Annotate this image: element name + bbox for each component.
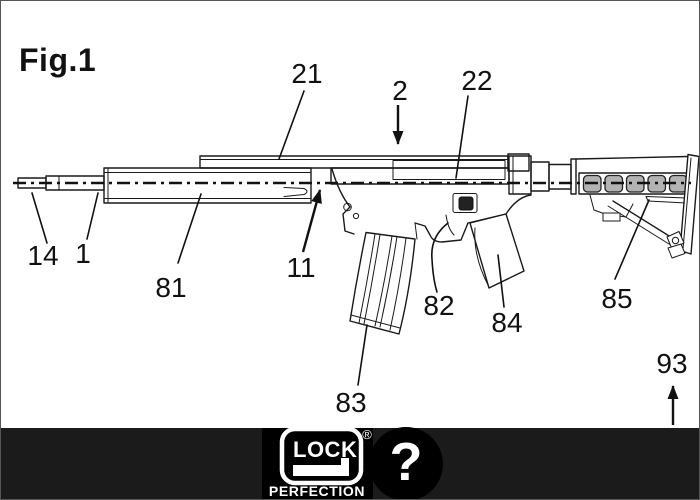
barrel-shroud-tip	[283, 187, 308, 197]
leader-line-1	[86, 192, 99, 240]
ref-label-14: 14	[27, 240, 58, 271]
leader-line-81	[177, 193, 202, 264]
leader-line-85	[614, 199, 650, 280]
ref-label-82: 82	[423, 290, 454, 321]
grip-group	[469, 213, 525, 289]
question-mark: ?	[389, 432, 423, 492]
magazine-group	[349, 231, 416, 335]
question-badge: ?	[369, 427, 443, 499]
magazine-baseplate	[350, 314, 401, 329]
glock-g-stub	[341, 458, 349, 476]
arrow-11	[301, 189, 322, 253]
takedown-pin	[343, 202, 352, 212]
leader-line-84	[497, 254, 505, 308]
handguard-group	[103, 167, 312, 204]
glock-tagline: PERFECTION	[269, 483, 365, 499]
ref-label-84: 84	[491, 307, 522, 338]
patent-drawing-svg: Fig.1	[13, 42, 699, 425]
ref-label-85: 85	[601, 283, 632, 314]
pivot-pin	[352, 212, 360, 220]
mag-release-button	[458, 196, 474, 211]
magazine	[349, 231, 416, 335]
glock-logo: LOCK ® PERFECTION	[262, 426, 373, 499]
ref-label-11: 11	[286, 252, 315, 283]
registered-trademark-symbol: ®	[362, 428, 372, 442]
ref-label-2: 2	[392, 75, 408, 106]
pistol-grip	[469, 213, 525, 289]
leader-line-82	[431, 222, 449, 293]
receiver-front-edge	[331, 168, 355, 235]
ref-label-81: 81	[155, 272, 186, 303]
trigger-guard	[414, 222, 469, 243]
glock-g-crossbar	[293, 465, 349, 476]
leader-line-22	[455, 95, 469, 179]
ref-label-22: 22	[461, 65, 492, 96]
buffer-tube	[548, 163, 572, 190]
leader-line-83	[357, 324, 368, 386]
figure-title: Fig.1	[19, 42, 96, 78]
receiver-panel	[392, 160, 506, 180]
receiver-extension	[508, 155, 532, 195]
glock-logo-svg: LOCK ® PERFECTION	[269, 426, 372, 499]
handguard	[103, 167, 312, 204]
stock-group	[508, 153, 699, 259]
top-rail	[199, 155, 509, 169]
rear-sight-block	[507, 153, 530, 172]
leader-line-21	[278, 90, 305, 160]
buffer-tube-base	[530, 161, 550, 192]
ref-label-83: 83	[335, 387, 366, 418]
ref-label-21: 21	[291, 58, 322, 89]
ref-label-1: 1	[75, 238, 91, 269]
footer-bar: LOCK ® PERFECTION ?	[1, 426, 699, 499]
mag-release-housing	[452, 193, 478, 213]
leader-line-14	[31, 192, 48, 244]
trigger	[445, 214, 455, 236]
stock-ring	[570, 158, 577, 195]
upper-receiver	[330, 167, 510, 185]
ref-label-93: 93	[656, 348, 687, 379]
glock-g-outline	[279, 426, 364, 486]
glock-logo-text: LOCK	[293, 437, 357, 462]
